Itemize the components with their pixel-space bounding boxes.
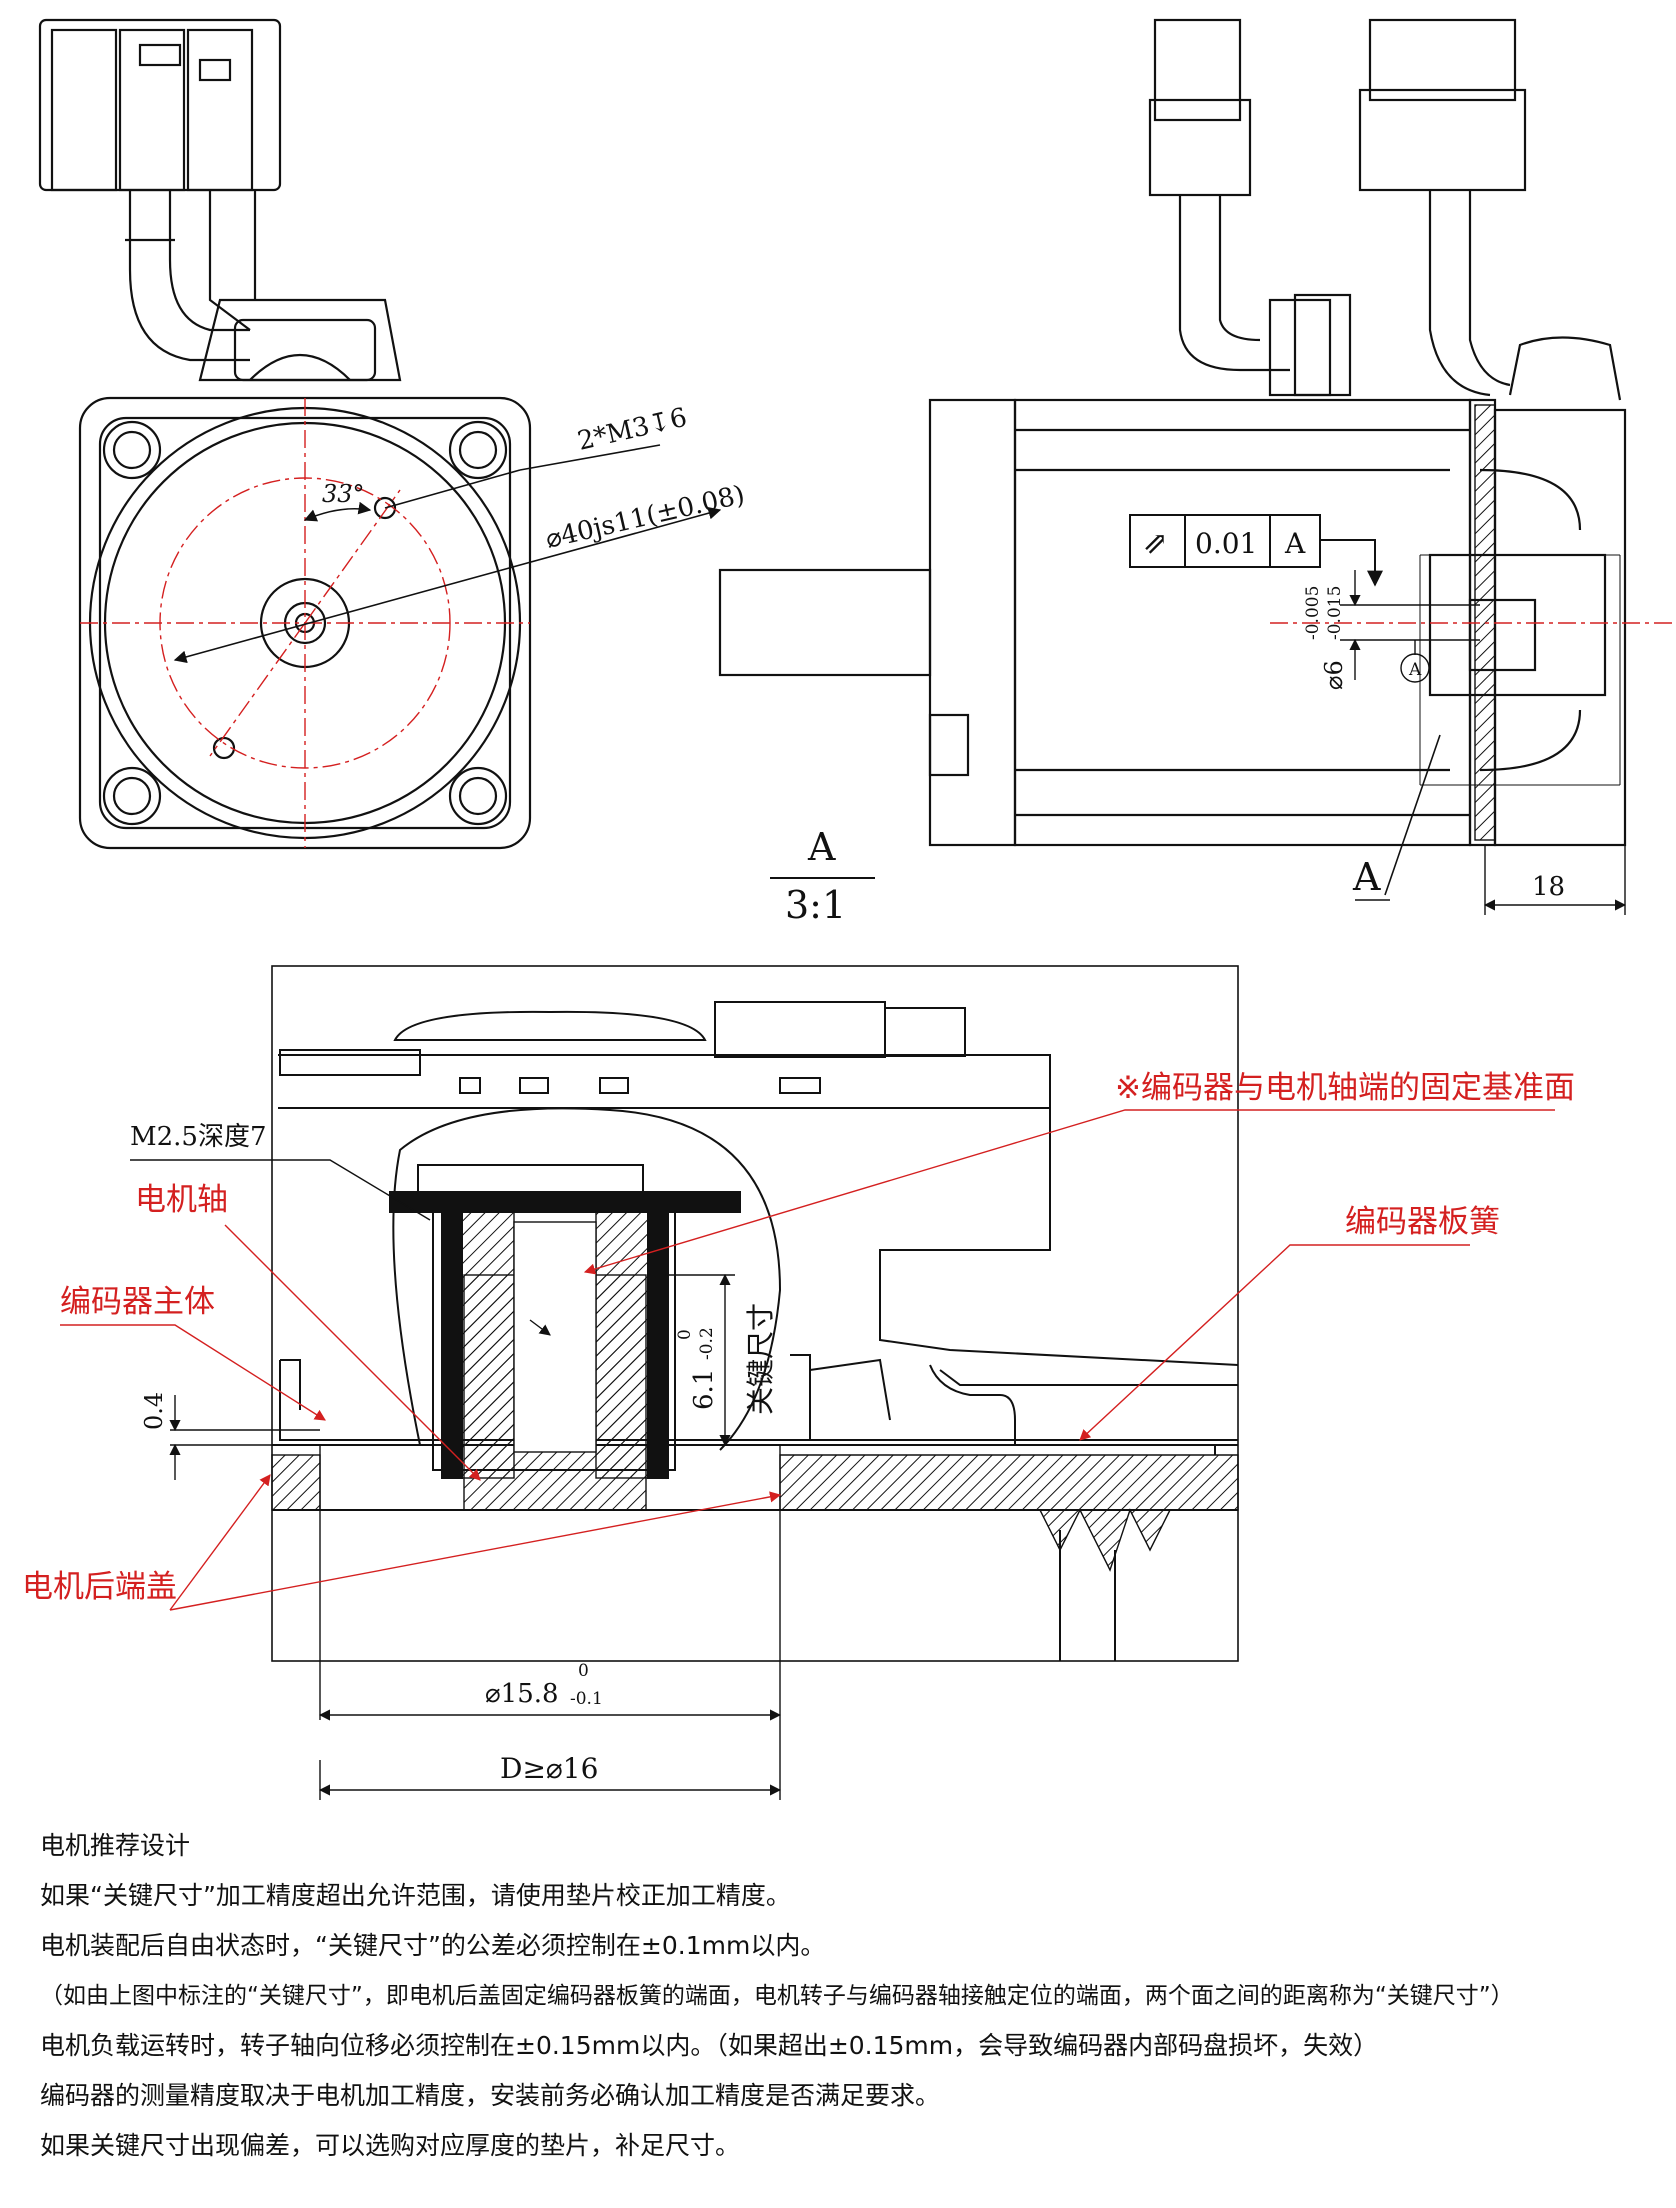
datum-face-note: ※编码器与电机轴端的固定基准面 [1115,1070,1575,1106]
angle-label: 33° [322,480,365,508]
dim-158-tol-lower: -0.1 [570,1689,603,1709]
section-label: A [1352,855,1381,899]
detail-name: A [807,825,836,869]
note-line-6: 如果关键尺寸出现偏差，可以选购对应厚度的垫片，补足尺寸。 [40,2131,741,2160]
detail-frame [271,965,1239,1662]
key-dim-name: 关键尺寸 [744,1303,777,1415]
detail-hatching [271,1211,1239,1572]
encoder-spring-label: 编码器板簧 [1345,1204,1500,1240]
detail-label: A 3:1 [770,825,875,927]
side-flange [928,398,1017,847]
gdt-frame [1129,514,1383,587]
screw-callout: M2.5深度7 [130,1122,267,1152]
gdt-tolerance: 0.01 [1195,527,1257,560]
section-mark [1355,554,1621,901]
shaft-diameter-dim [1340,570,1480,683]
dim-18-lines [1483,845,1627,915]
front-dimensions [173,444,722,664]
detail-dimensions [169,1273,782,1800]
key-dim-tol-lower: -0.2 [697,1327,717,1360]
key-dim-value: 6.1 [689,1369,719,1410]
dim-18-label: 18 [1532,872,1565,902]
note-line-2: 电机装配后自由状态时，“关键尺寸”的公差必须控制在±0.1mm以内。 [40,1931,826,1960]
encoder-body-label: 编码器主体 [60,1284,215,1320]
side-shaft [718,568,932,677]
shaft-diameter-label: ⌀6 [1320,660,1348,690]
datum-marker: A [1408,660,1422,680]
motor-rear-cover-label: 电机后端盖 [22,1569,177,1605]
hole-callout: 2*M3↧6 [575,403,690,457]
front-encoder-hood [198,298,402,382]
shaft-tol-upper: -0.005 [1303,586,1323,640]
pilot-diameter-label: ⌀40js11(±0.08) [543,480,748,555]
motor-shaft-label: 电机轴 [135,1182,228,1218]
note-line-3: （如由上图中标注的“关键尺寸”，即电机后盖固定编码器板簧的端面，电机转子与编码器… [40,1983,1514,2009]
note-line-4: 电机负载运转时，转子轴向位移必须控制在±0.15mm以内。（如果超出±0.15m… [40,2031,1379,2060]
key-dim-tol-upper: 0 [675,1329,695,1340]
shaft-tol-lower: -0.015 [1325,586,1345,640]
gdt-symbol: ⇗ [1143,526,1168,561]
detail-scale: 3:1 [785,883,846,927]
gdt-datum: A [1284,527,1306,560]
dim-158-tol-upper: 0 [578,1661,589,1681]
dim-158-value: ⌀15.8 [485,1679,559,1709]
front-connector [38,18,282,362]
note-line-1: 如果“关键尺寸”加工精度超出允许范围，请使用垫片校正加工精度。 [40,1881,791,1910]
dim-D-label: D≥⌀16 [500,1752,598,1785]
front-view [38,18,532,850]
note-line-5: 编码器的测量精度取决于电机加工精度，安装前务必确认加工精度是否满足要求。 [40,2081,941,2110]
detail-leaders [60,1109,1555,1611]
notes-title: 电机推荐设计 [40,1831,191,1860]
dim-04-label: 0.4 [140,1392,168,1430]
front-centerlines [80,398,530,848]
